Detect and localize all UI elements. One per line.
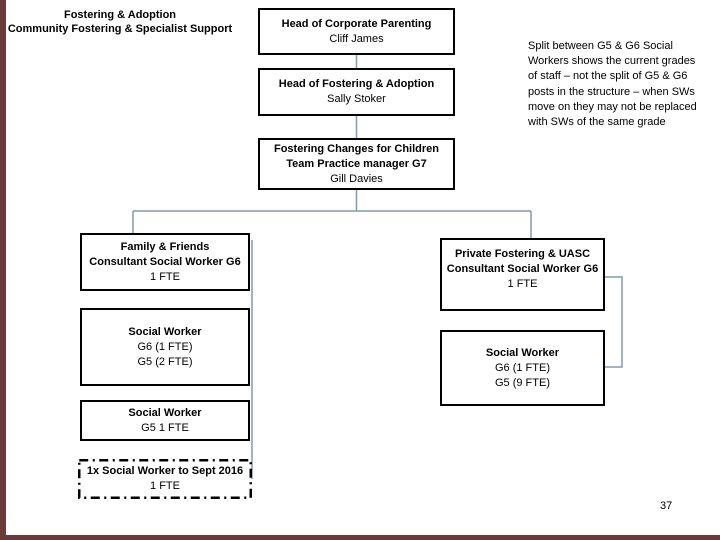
person-name: Gill Davies bbox=[330, 172, 383, 185]
org-box-private-fostering-consultant: Private Fostering & UASC Consultant Soci… bbox=[440, 238, 605, 311]
grade-line: G5 1 FTE bbox=[141, 421, 189, 434]
role-title: Fostering Changes for Children bbox=[273, 142, 439, 155]
page-number: 37 bbox=[660, 500, 673, 512]
role-subtitle: Consultant Social Worker G6 bbox=[89, 256, 241, 268]
role-title: Family & Friends bbox=[120, 241, 210, 253]
role-title: Social Worker bbox=[485, 346, 560, 359]
org-box-social-worker-left-2: Social Worker G5 1 FTE bbox=[80, 400, 250, 441]
chart-title-line2: Community Fostering & Specialist Support bbox=[7, 23, 233, 35]
role-title: Head of Corporate Parenting bbox=[281, 17, 432, 30]
role-subtitle: Consultant Social Worker G6 bbox=[446, 263, 599, 275]
slide-border-bottom bbox=[0, 535, 720, 540]
role-subtitle: Team Practice manager G7 bbox=[286, 157, 427, 170]
grade-line: G6 (1 FTE) bbox=[494, 361, 550, 374]
grade-split-note: Split between G5 & G6 Social Workers sho… bbox=[528, 40, 697, 129]
person-name: Sally Stoker bbox=[327, 93, 386, 105]
role-title: 1x Social Worker to Sept 2016 bbox=[86, 464, 244, 477]
chart-title: Fostering & Adoption Community Fostering… bbox=[2, 8, 238, 36]
org-box-team-practice-manager: Fostering Changes for Children Team Prac… bbox=[258, 138, 455, 190]
org-box-head-fostering-adoption: Head of Fostering & Adoption Sally Stoke… bbox=[258, 68, 455, 116]
role-title: Head of Fostering & Adoption bbox=[278, 78, 435, 90]
org-box-family-friends-consultant: Family & Friends Consultant Social Worke… bbox=[80, 233, 250, 291]
fte-count: 1 FTE bbox=[507, 278, 538, 290]
org-box-social-worker-left-1: Social Worker G6 (1 FTE) G5 (2 FTE) bbox=[80, 308, 250, 386]
connector-right-bracket bbox=[605, 276, 623, 368]
role-title: Social Worker bbox=[128, 325, 202, 338]
grade-line: G5 (2 FTE) bbox=[137, 355, 193, 368]
grade-line: G5 (9 FTE) bbox=[494, 376, 550, 389]
role-title: Social Worker bbox=[128, 406, 202, 419]
org-box-social-worker-right: Social Worker G6 (1 FTE) G5 (9 FTE) bbox=[440, 330, 605, 406]
slide-border-left bbox=[0, 0, 6, 540]
fte-count: 1 FTE bbox=[150, 271, 180, 283]
temp-box-border bbox=[78, 459, 252, 499]
grade-line: G6 (1 FTE) bbox=[137, 340, 193, 353]
person-name: Cliff James bbox=[329, 32, 384, 45]
org-box-head-corporate-parenting: Head of Corporate Parenting Cliff James bbox=[258, 8, 455, 55]
role-title: Private Fostering & UASC bbox=[454, 248, 591, 260]
org-box-temporary-social-worker: 1x Social Worker to Sept 2016 1 FTE bbox=[78, 459, 252, 498]
fte-count: 1 FTE bbox=[150, 479, 180, 492]
chart-title-line1: Fostering & Adoption bbox=[63, 9, 177, 21]
